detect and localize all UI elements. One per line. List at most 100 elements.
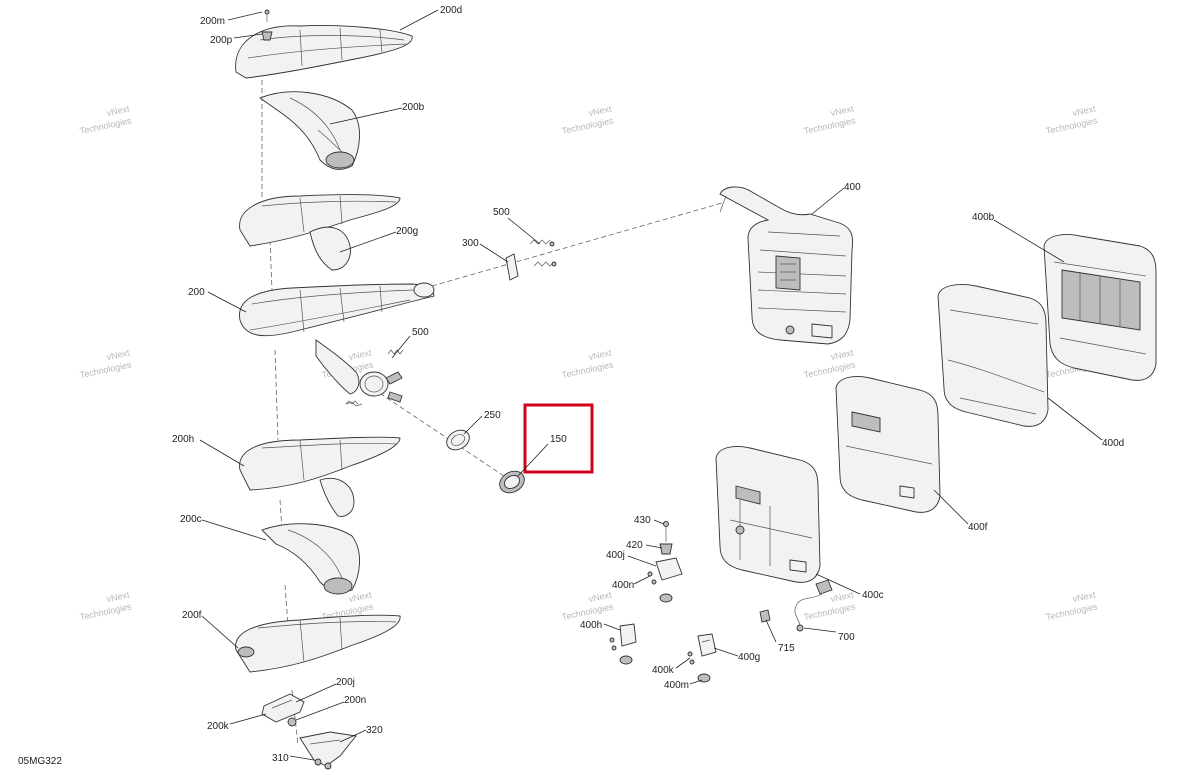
watermark: vNext Technologies: [561, 589, 615, 622]
svg-text:Technologies: Technologies: [803, 115, 857, 136]
nut-icon: [324, 762, 332, 770]
svg-text:vNext: vNext: [1072, 103, 1097, 118]
part-400g-hardware: [687, 633, 717, 683]
part-200f-shield: [235, 614, 401, 673]
part-200g-shield: [239, 194, 401, 271]
callout-500-lower: 500: [412, 327, 429, 338]
axis-line: [284, 584, 289, 626]
callout-400g: 400g: [738, 652, 760, 663]
svg-text:vNext: vNext: [830, 103, 855, 118]
part-500-springs-lower: [345, 349, 404, 405]
callout-400n: 400n: [612, 580, 634, 591]
axis-line: [269, 239, 273, 291]
callout-320: 320: [366, 725, 383, 736]
screw-icon: [264, 9, 270, 15]
nut-icon: [287, 717, 297, 727]
part-200d-heat-shield: [235, 9, 413, 79]
axis-line: [274, 349, 279, 441]
part-400j-hardware: [647, 521, 683, 603]
part-400b-shield: [1043, 234, 1157, 381]
svg-text:Technologies: Technologies: [79, 115, 133, 136]
svg-text:vNext: vNext: [1072, 589, 1097, 604]
callout-420: 420: [626, 540, 643, 551]
part-500-springs-top: [529, 239, 557, 267]
watermark: vNext Technologies: [79, 103, 133, 136]
watermark: vNext Technologies: [803, 347, 857, 380]
part-200h-shield: [239, 436, 401, 517]
watermark: vNext Technologies: [561, 103, 615, 136]
callout-200m: 200m: [200, 16, 225, 27]
callout-715: 715: [778, 643, 795, 654]
callout-400d: 400d: [1102, 438, 1124, 449]
watermark: vNext Technologies: [1045, 103, 1099, 136]
callout-400: 400: [844, 182, 861, 193]
svg-text:vNext: vNext: [106, 589, 131, 604]
svg-text:Technologies: Technologies: [79, 601, 133, 622]
callout-700: 700: [838, 632, 855, 643]
svg-text:vNext: vNext: [588, 589, 613, 604]
svg-text:Technologies: Technologies: [561, 601, 615, 622]
callout-200g: 200g: [396, 226, 418, 237]
nut-icon: [314, 758, 322, 766]
callout-400j: 400j: [606, 550, 625, 561]
callout-labels: 200m 200p 200d 200b 200g 200 500 300 500…: [172, 5, 1124, 764]
part-715-clip: [759, 609, 771, 623]
part-400f-shield: [835, 376, 941, 513]
part-320-bracket: [299, 731, 357, 770]
svg-text:Technologies: Technologies: [1045, 601, 1099, 622]
callout-200c: 200c: [180, 514, 202, 525]
diagram-code: 05MG322: [18, 756, 62, 767]
svg-text:vNext: vNext: [106, 103, 131, 118]
callout-300: 300: [462, 238, 479, 249]
callout-150: 150: [550, 434, 567, 445]
svg-text:Technologies: Technologies: [79, 359, 133, 380]
watermark: vNext Technologies: [79, 589, 133, 622]
callout-400m: 400m: [664, 680, 689, 691]
part-400c-shield: [715, 446, 821, 583]
svg-text:vNext: vNext: [830, 589, 855, 604]
svg-text:Technologies: Technologies: [561, 115, 615, 136]
part-150-gasket: [499, 470, 525, 494]
watermark: vNext Technologies: [79, 347, 133, 380]
part-200b-shield: [259, 91, 360, 170]
callout-200p: 200p: [210, 35, 233, 46]
part-400d-shield: [937, 284, 1049, 427]
callout-400h: 400h: [580, 620, 602, 631]
callout-430: 430: [634, 515, 651, 526]
callout-200d: 200d: [440, 5, 462, 16]
callout-200j: 200j: [336, 677, 355, 688]
part-700-sensor: [794, 579, 833, 632]
watermark: vNext Technologies: [803, 589, 857, 622]
svg-text:Technologies: Technologies: [803, 601, 857, 622]
callout-200b: 200b: [402, 102, 425, 113]
part-250-gasket: [446, 429, 470, 451]
part-200-exhaust-pipe: [239, 282, 435, 407]
watermark: vNext Technologies: [1045, 589, 1099, 622]
callout-250: 250: [484, 410, 501, 421]
svg-text:vNext: vNext: [348, 347, 373, 362]
callout-500-top: 500: [493, 207, 510, 218]
part-300-clamp: [505, 253, 519, 281]
leader-lines: [199, 9, 1103, 761]
axis-line: [431, 202, 723, 287]
part-400-muffler: [719, 186, 854, 345]
callout-400k: 400k: [652, 665, 675, 676]
svg-text:vNext: vNext: [588, 347, 613, 362]
callout-310: 310: [272, 753, 289, 764]
callout-400f: 400f: [968, 522, 988, 533]
svg-text:vNext: vNext: [588, 103, 613, 118]
callout-200k: 200k: [207, 721, 230, 732]
svg-text:vNext: vNext: [348, 589, 373, 604]
svg-text:Technologies: Technologies: [561, 359, 615, 380]
svg-text:vNext: vNext: [106, 347, 131, 362]
callout-400b: 400b: [972, 212, 995, 223]
watermark: vNext Technologies: [561, 347, 615, 380]
part-200c-shield: [261, 523, 360, 595]
callout-200: 200: [188, 287, 205, 298]
callout-200n: 200n: [344, 695, 366, 706]
callout-200h: 200h: [172, 434, 194, 445]
axis-line: [359, 379, 511, 481]
watermark: vNext Technologies: [803, 103, 857, 136]
callout-400c: 400c: [862, 590, 884, 601]
